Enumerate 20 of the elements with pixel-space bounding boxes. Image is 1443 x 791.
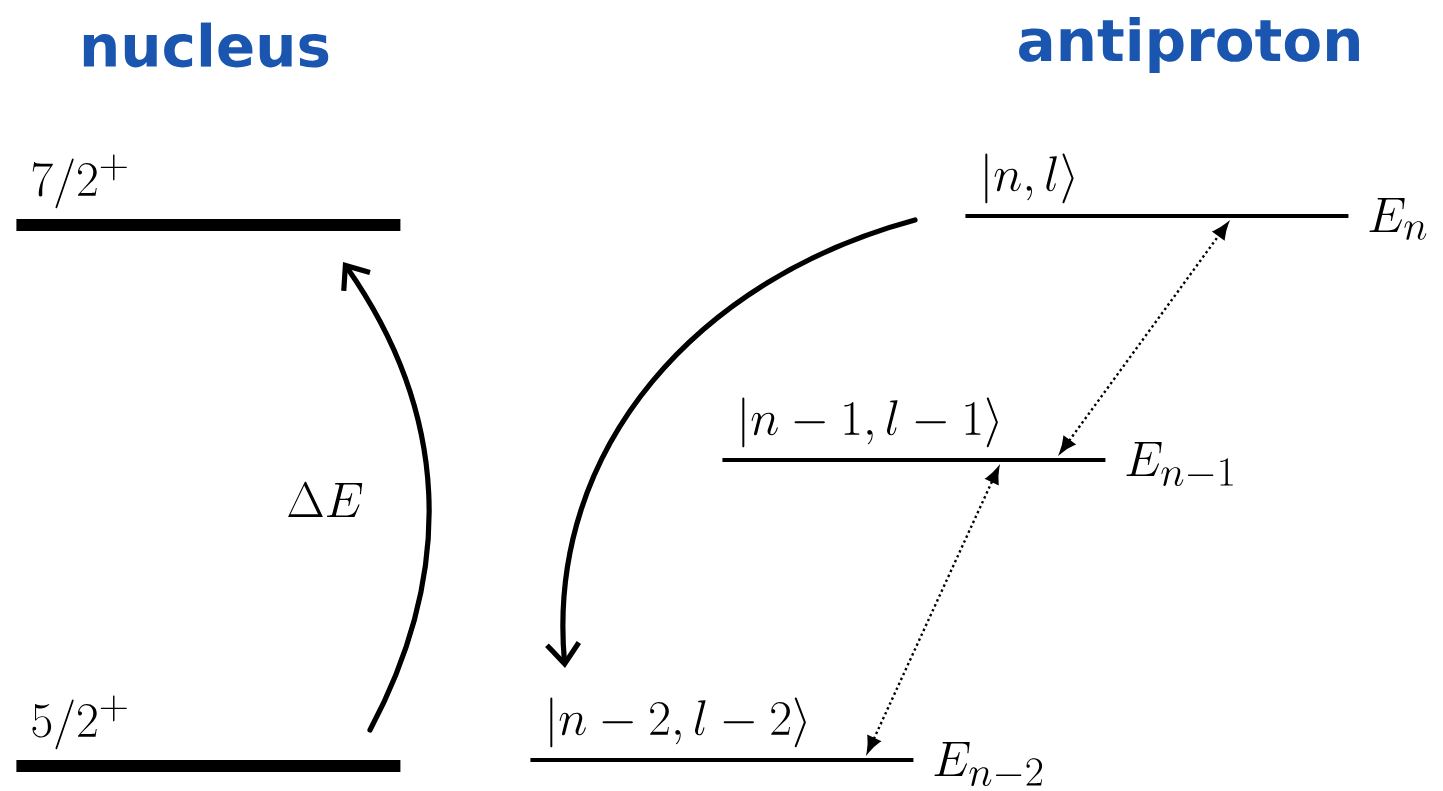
title: antiproton: [1019, 16, 1359, 74]
node-label: $7/2^+$: [32, 154, 127, 209]
arrow: [341, 262, 432, 733]
energy-level: $7/2^+$: [16, 154, 401, 231]
node-label: $5/2^+$: [32, 695, 127, 750]
energy-level: $|n-2,l-2\rangle$ $E_{n-2}$: [530, 697, 1043, 786]
energy-level: $5/2^+$: [16, 695, 401, 772]
node-label: $E_{n-2}$: [934, 742, 1043, 787]
node-label: $|n-1,l-1\rangle$: [742, 397, 998, 448]
node-label: $|n-2,l-2\rangle$: [550, 697, 806, 748]
energy-level: $|n-1,l-1\rangle$ $E_{n-1}$: [722, 397, 1233, 486]
node-label: $E_{n-1}$: [1126, 442, 1233, 486]
arrow: [866, 467, 1000, 753]
edge-label: $\Delta E$: [282, 479, 368, 521]
arrow: [1059, 222, 1229, 454]
energy-level: $|n,l\rangle$ $E_n$: [965, 153, 1427, 240]
title: nucleus: [83, 22, 329, 68]
node-label: $E_n$: [1369, 198, 1427, 240]
node-label: $|n,l\rangle$: [985, 153, 1074, 204]
arrow: [545, 217, 918, 668]
